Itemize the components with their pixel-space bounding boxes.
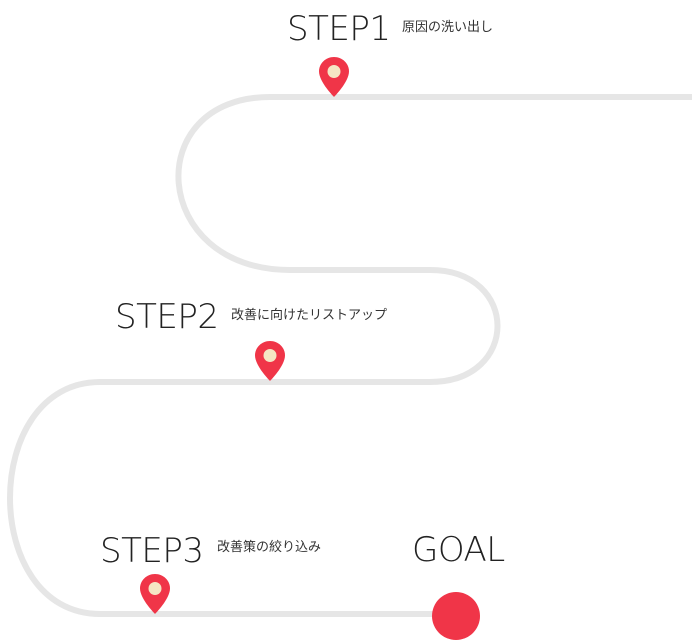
- map-pin-icon[interactable]: [254, 340, 286, 382]
- step3-description: 改善策の絞り込み: [217, 540, 322, 555]
- step2-title: STEP2: [115, 297, 219, 337]
- goal-title: GOAL: [412, 530, 505, 570]
- map-pin-icon[interactable]: [139, 573, 171, 615]
- map-pin-icon[interactable]: [318, 56, 350, 98]
- step1-description: 原因の洗い出し: [402, 20, 494, 35]
- step2-description: 改善に向けたリストアップ: [231, 308, 388, 323]
- step1-title: STEP1: [287, 9, 391, 49]
- road-path: [7, 94, 692, 617]
- step3-title: STEP3: [100, 531, 204, 571]
- goal-dot-icon[interactable]: [432, 592, 480, 640]
